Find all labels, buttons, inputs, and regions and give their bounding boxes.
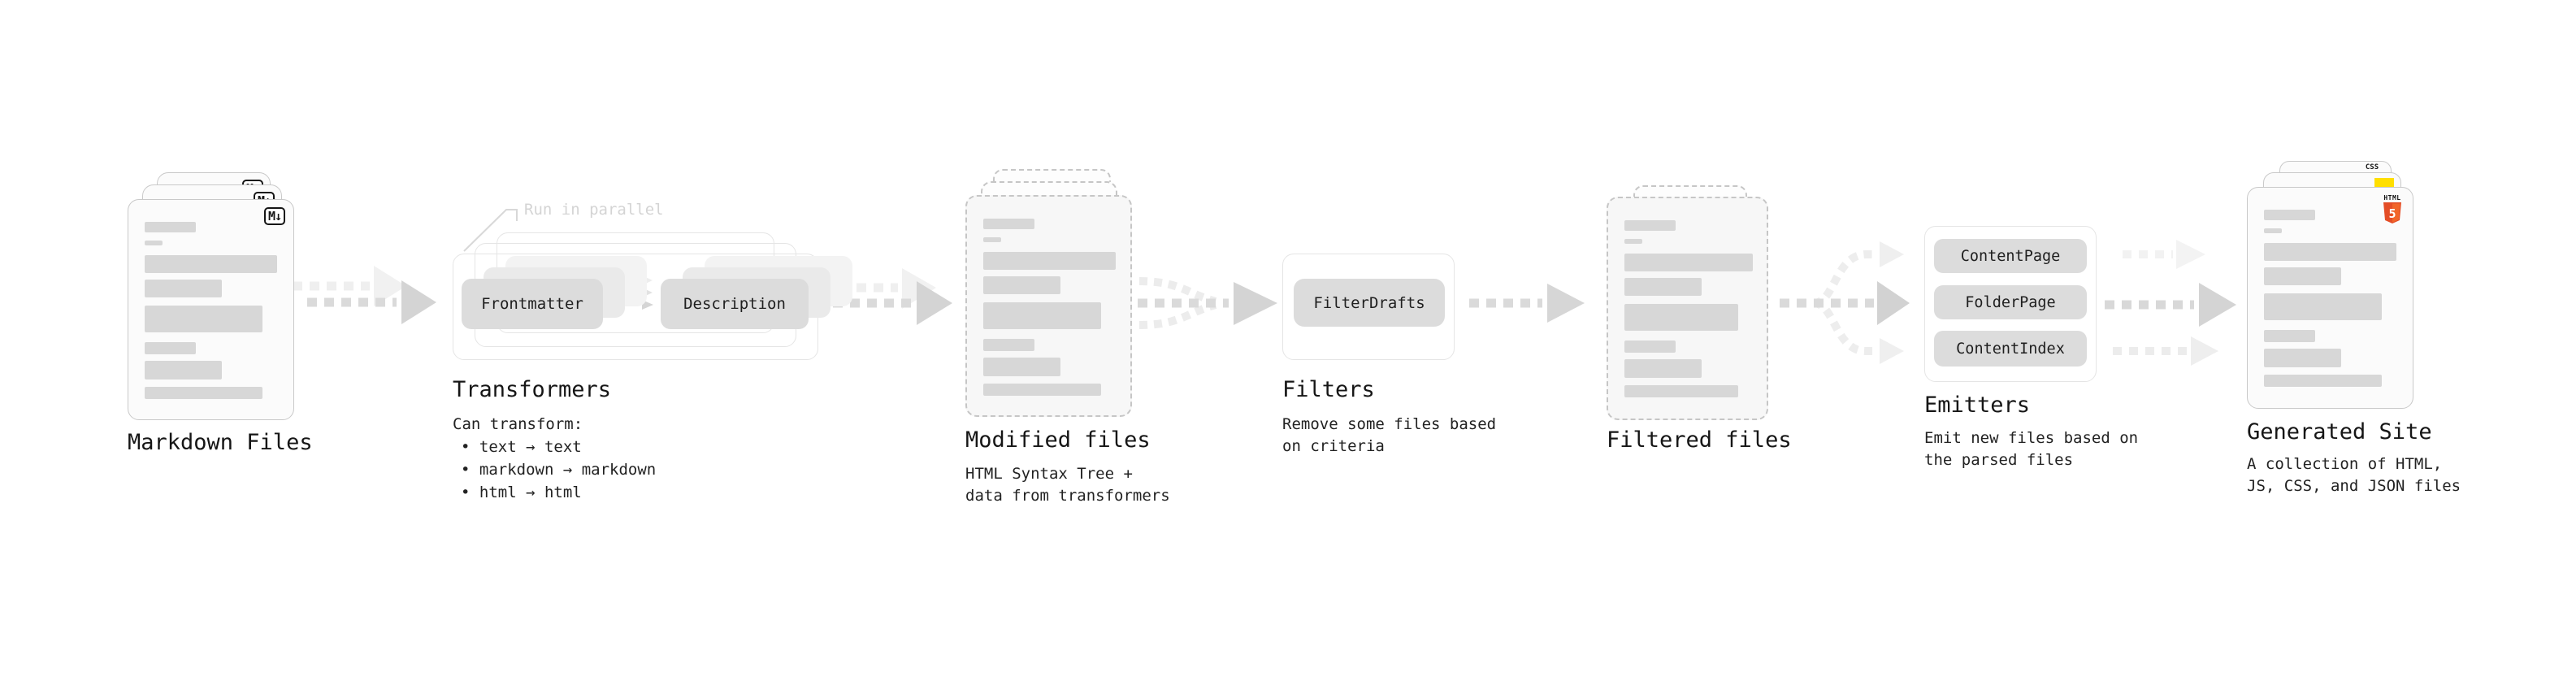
contentpage-node: ContentPage xyxy=(1934,239,2087,273)
markdown-file-card-front: M↓ xyxy=(128,199,294,420)
text-line-placeholder xyxy=(983,219,1034,229)
text-line-placeholder xyxy=(145,222,196,232)
text-line-placeholder xyxy=(145,280,222,297)
description-node: Description xyxy=(661,279,809,329)
transformers-stage: Run in parallel Frontmatter Description … xyxy=(453,197,852,523)
text-line-placeholder xyxy=(145,306,262,332)
description-line: on criteria xyxy=(1282,437,1385,455)
filterdrafts-node: FilterDrafts xyxy=(1294,279,1445,327)
text-line-placeholder xyxy=(1624,385,1738,397)
arrows-emitters-to-site xyxy=(2105,240,2236,366)
filtered-file-card-front xyxy=(1607,197,1768,420)
arrow-transformers-to-modified xyxy=(822,268,952,325)
arrow-modified-to-filters-converging xyxy=(1138,277,1277,329)
text-line-placeholder xyxy=(983,358,1060,376)
transformers-capabilities-list: • text → text • markdown → markdown • ht… xyxy=(461,436,656,504)
generated-site-description: A collection of HTML, JS, CSS, and JSON … xyxy=(2247,453,2461,497)
run-in-parallel-connector xyxy=(463,209,518,252)
stage-title-filters: Filters xyxy=(1282,377,1375,402)
text-line-placeholder xyxy=(983,339,1034,351)
run-in-parallel-label: Run in parallel xyxy=(524,201,664,219)
generated-site-stage: CSS HTML 5 Generated xyxy=(2247,161,2461,502)
modified-files-description: HTML Syntax Tree + data from transformer… xyxy=(965,463,1170,507)
text-line-placeholder xyxy=(983,276,1060,294)
text-line-placeholder xyxy=(145,342,196,354)
stage-title-emitters: Emitters xyxy=(1924,393,2031,418)
text-line-placeholder xyxy=(1624,340,1676,353)
filtered-files-stage: Filtered files xyxy=(1607,185,1802,478)
html5-icon: HTML 5 xyxy=(2382,194,2403,224)
html5-icon-label: HTML xyxy=(2383,194,2401,202)
stage-title-transformers: Transformers xyxy=(453,377,612,402)
emitters-stage: ContentPage FolderPage ContentIndex Emit… xyxy=(1924,226,2138,478)
text-line-placeholder xyxy=(983,302,1101,329)
description-line: JS, CSS, and JSON files xyxy=(2247,477,2461,495)
description-line: the parsed files xyxy=(1924,451,2074,469)
text-line-placeholder xyxy=(1624,304,1738,331)
list-item: • text → text xyxy=(461,438,582,456)
js-icon xyxy=(2374,178,2394,189)
text-line-placeholder xyxy=(2264,210,2315,220)
description-line: HTML Syntax Tree + xyxy=(965,465,1133,483)
text-line-placeholder xyxy=(1624,220,1676,231)
text-line-placeholder xyxy=(1624,254,1753,271)
text-line-placeholder xyxy=(983,252,1116,270)
text-line-placeholder xyxy=(2264,330,2315,342)
text-line-placeholder xyxy=(145,361,222,380)
arrow-filtered-to-emitters-diverging xyxy=(1780,241,1910,364)
description-line: Remove some files based xyxy=(1282,415,1497,433)
text-line-placeholder xyxy=(2264,293,2382,320)
text-line-placeholder xyxy=(1624,278,1702,296)
text-line-placeholder xyxy=(2264,243,2396,261)
text-line-placeholder xyxy=(145,241,163,245)
arrow-filters-to-filtered xyxy=(1469,284,1585,323)
description-line: data from transformers xyxy=(965,487,1170,505)
html5-shield: 5 xyxy=(2383,202,2401,223)
frontmatter-node: Frontmatter xyxy=(462,279,603,329)
site-file-card-html: HTML 5 xyxy=(2247,187,2413,409)
text-line-placeholder xyxy=(983,384,1101,396)
text-line-placeholder xyxy=(2264,375,2382,387)
text-line-placeholder xyxy=(1624,239,1642,244)
text-line-placeholder xyxy=(2264,228,2282,233)
text-line-placeholder xyxy=(2264,349,2341,367)
text-line-placeholder xyxy=(1624,359,1702,378)
text-line-placeholder xyxy=(983,237,1001,242)
description-line: Emit new files based on xyxy=(1924,429,2139,447)
modified-files-stage: Modified files HTML Syntax Tree + data f… xyxy=(965,169,1177,510)
list-item: • html → html xyxy=(461,484,582,501)
markdown-icon: M↓ xyxy=(263,207,285,225)
html5-badge: 5 xyxy=(2388,206,2396,221)
description-line: A collection of HTML, xyxy=(2247,455,2443,473)
text-line-placeholder xyxy=(2264,267,2341,285)
folderpage-node: FolderPage xyxy=(1934,285,2087,319)
markdown-files-stage: M↓ M↓ M↓ Markdown Files xyxy=(128,172,339,473)
stage-title-markdown-files: Markdown Files xyxy=(128,430,313,455)
stage-title-modified-files: Modified files xyxy=(965,427,1151,453)
modified-file-card-front xyxy=(965,195,1132,417)
stage-title-generated-site: Generated Site xyxy=(2247,419,2432,445)
transformers-subtitle: Can transform: xyxy=(453,415,583,433)
text-line-placeholder xyxy=(145,387,262,399)
css-icon-label: CSS xyxy=(2365,163,2379,171)
stage-title-filtered-files: Filtered files xyxy=(1607,427,1792,453)
text-line-placeholder xyxy=(145,255,277,273)
emitters-description: Emit new files based on the parsed files xyxy=(1924,427,2138,471)
filters-stage: FilterDrafts Filters Remove some files b… xyxy=(1282,254,1496,465)
arrow-markdown-to-transformers xyxy=(293,266,436,324)
filters-description: Remove some files based on criteria xyxy=(1282,414,1496,458)
list-item: • markdown → markdown xyxy=(461,461,657,479)
contentindex-node: ContentIndex xyxy=(1934,331,2087,367)
